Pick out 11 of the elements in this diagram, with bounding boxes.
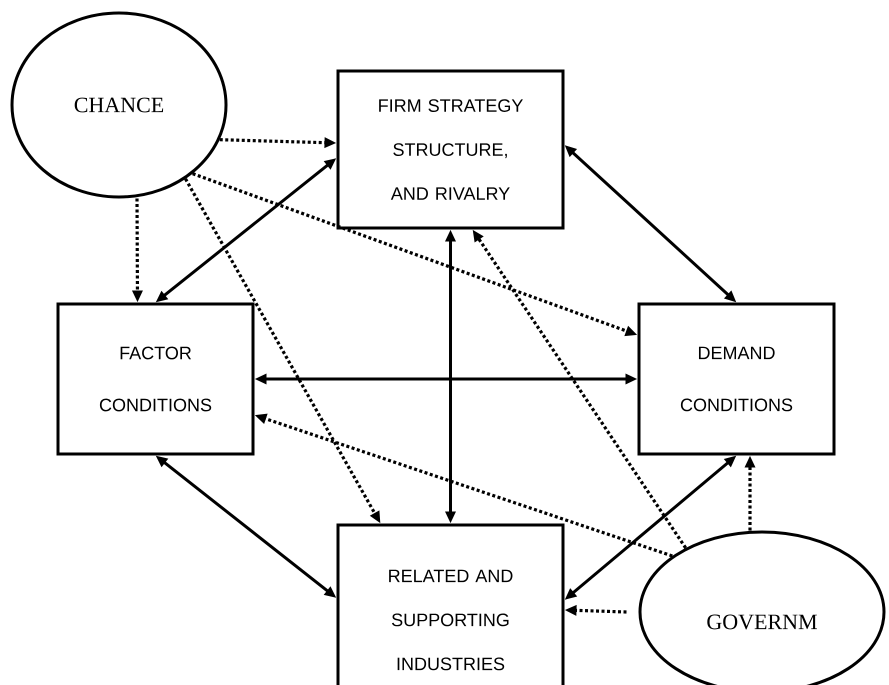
process-box xyxy=(336,70,564,230)
process-box xyxy=(56,302,254,456)
process-box xyxy=(638,302,836,456)
node-label: FACTOR CONDITIONS xyxy=(100,346,212,412)
node-label: CHANCE xyxy=(74,98,164,112)
process-box xyxy=(336,524,564,685)
node-label: RELATED AND SUPPORTING INDUSTRIES xyxy=(389,570,512,670)
node-label: FIRM STRATEGY STRUCTURE, AND RIVALRY xyxy=(379,99,523,200)
node-label: DEMAND CONDITIONS xyxy=(680,346,792,412)
ellipse-node xyxy=(10,12,228,198)
node-label: GOVERNM xyxy=(707,614,817,630)
